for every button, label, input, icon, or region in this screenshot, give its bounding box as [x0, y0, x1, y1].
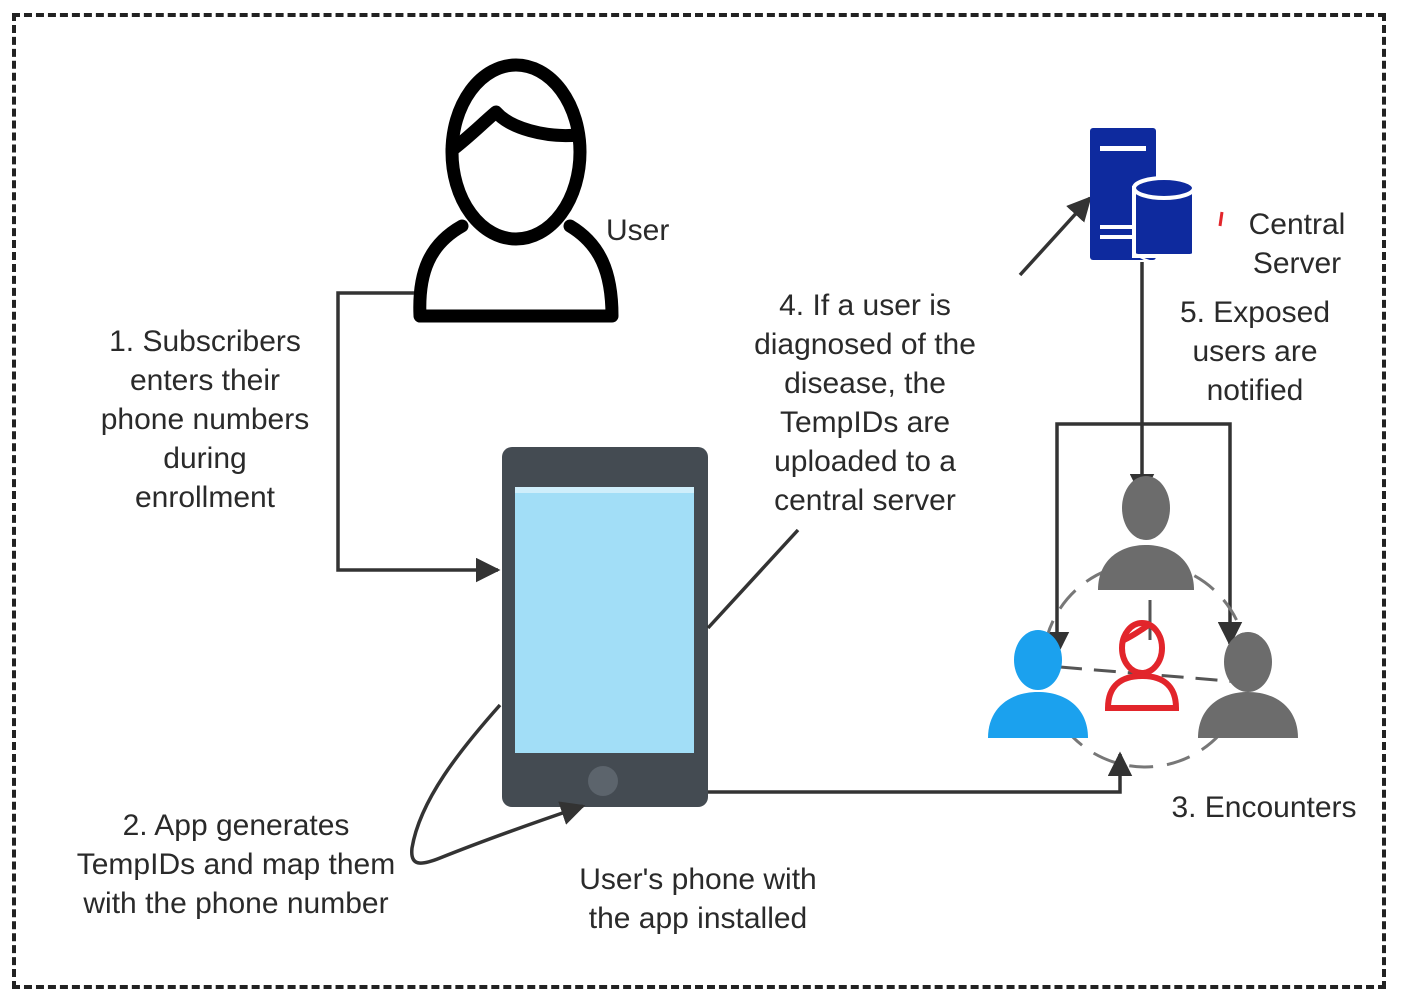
arrow-generate [410, 703, 586, 865]
label-user: User [606, 214, 670, 247]
user-outline-icon [413, 58, 619, 323]
arrow-enroll [336, 291, 501, 583]
arrow-encounter [708, 751, 1133, 794]
label-step-2: 2. App generates TempIDs and map them wi… [76, 809, 396, 920]
label-central-server: Central Server [1248, 208, 1346, 280]
dashed-frame [12, 13, 1386, 989]
connector-upload [706, 528, 800, 630]
arrow-to-server [1018, 196, 1092, 277]
label-step-5: 5. Exposed users are notified [1179, 296, 1331, 407]
person-red-outline-icon [1104, 620, 1180, 711]
smartphone-icon [502, 447, 708, 807]
person-gray-icon [1198, 632, 1298, 738]
person-gray-icon [1098, 476, 1194, 590]
server-database-icon [1090, 128, 1196, 264]
label-phone-caption: User's phone with the app installed [579, 863, 817, 935]
label-step-4: 4. If a user is diagnosed of the disease… [754, 289, 976, 517]
person-blue-icon [988, 630, 1088, 738]
arrow-notify-sides [1044, 422, 1243, 657]
label-step-3: 3. Encounters [1171, 791, 1357, 824]
label-step-1: 1. Subscribers enters their phone number… [100, 325, 310, 514]
